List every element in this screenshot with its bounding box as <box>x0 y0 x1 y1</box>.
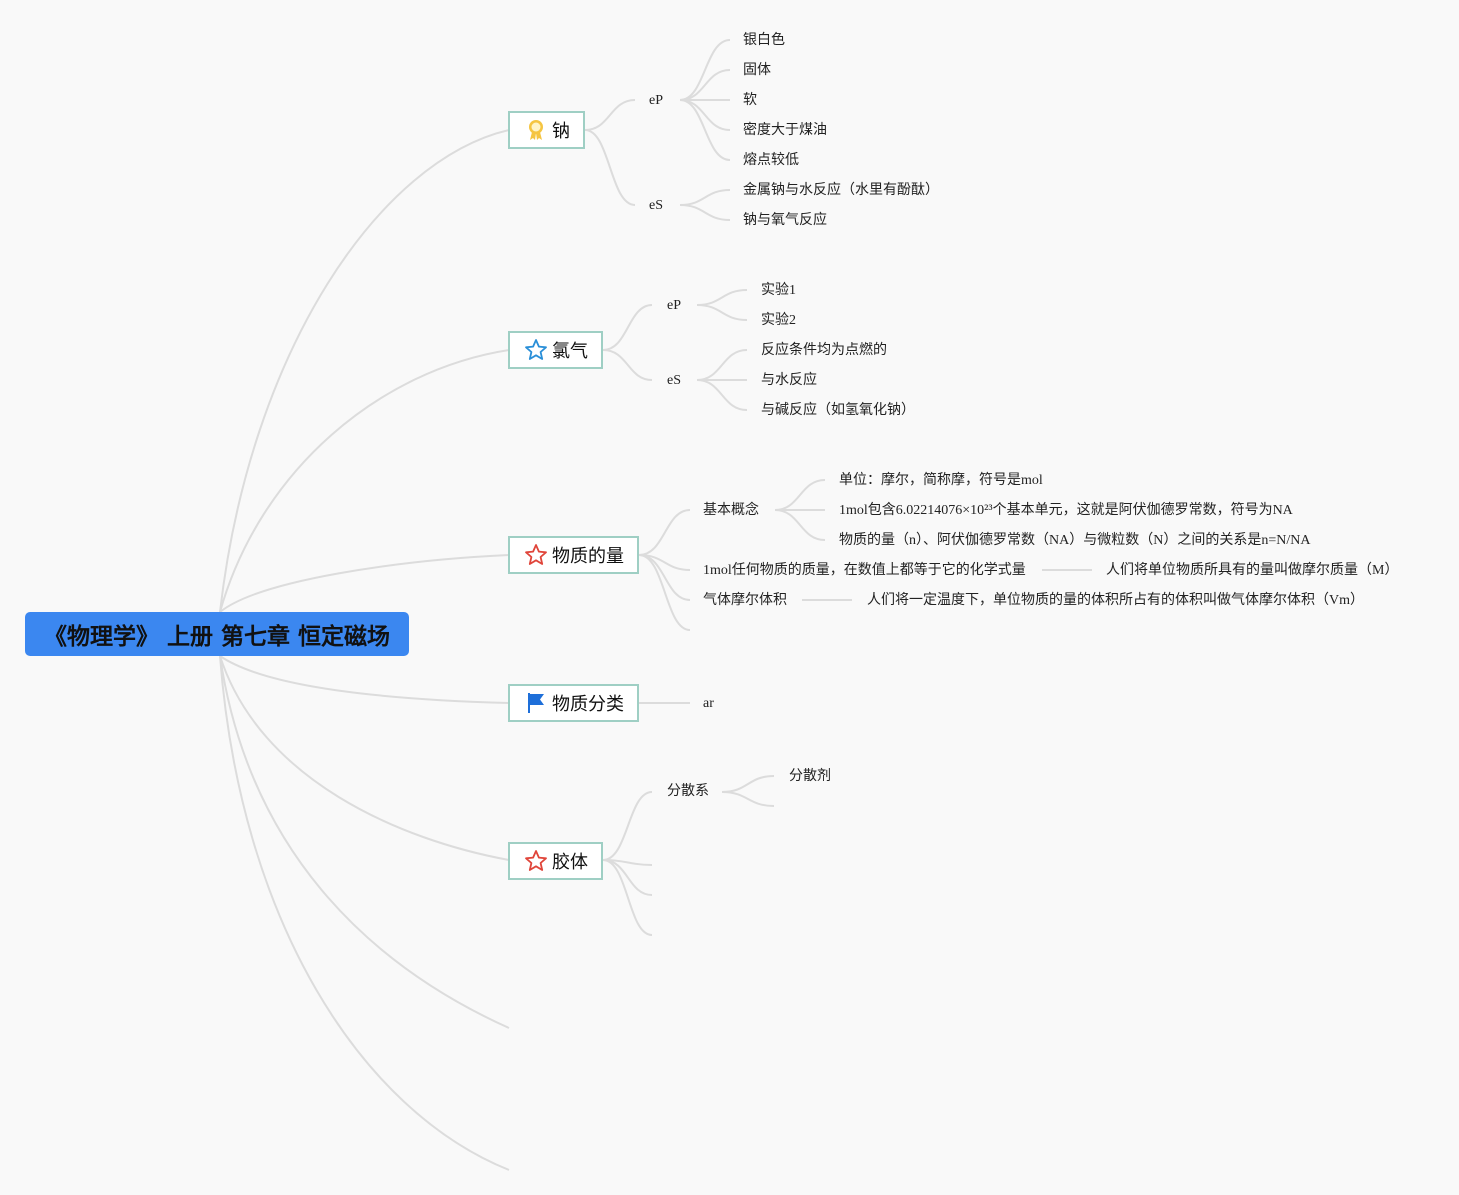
leaf-topic[interactable]: 固体 <box>743 63 771 78</box>
leaf-topic[interactable]: 与水反应 <box>761 373 817 388</box>
star-outline-red-icon <box>525 850 547 871</box>
leaf-topic[interactable]: 反应条件均为点燃的 <box>761 343 887 358</box>
star-outline-blue-icon <box>525 339 547 360</box>
branch-amount-of-substance[interactable]: 物质的量 <box>508 536 639 574</box>
star-outline-red-icon <box>525 544 547 565</box>
root-topic[interactable]: 《物理学》 上册 第七章 恒定磁场 <box>25 612 409 656</box>
leaf-topic[interactable]: 人们将单位物质所具有的量叫做摩尔质量（M） <box>1106 563 1399 578</box>
root-title: 《物理学》 上册 第七章 恒定磁场 <box>43 624 391 650</box>
flag-icon <box>528 693 544 713</box>
branch-colloid[interactable]: 胶体 <box>508 842 603 880</box>
leaf-topic[interactable]: 实验1 <box>761 283 796 298</box>
subtopic-dispersion-system[interactable]: 分散系 <box>667 784 709 799</box>
subtopic-chlorine-es[interactable]: eS <box>667 373 681 388</box>
leaf-topic[interactable]: 软 <box>743 93 757 108</box>
branch-label: 钠 <box>552 121 570 142</box>
subtopic-molar-volume[interactable]: 气体摩尔体积 <box>703 593 787 608</box>
leaf-topic[interactable]: 物质的量（n）、阿伏伽德罗常数（NA）与微粒数（N）之间的关系是n=N/NA <box>839 533 1311 548</box>
leaf-topic[interactable]: 钠与氧气反应 <box>743 213 827 228</box>
subtopic-sodium-es[interactable]: eS <box>649 198 663 213</box>
leaf-topic[interactable]: 熔点较低 <box>743 153 799 168</box>
subtopic-classification-child[interactable]: ar <box>703 696 714 711</box>
leaf-topic[interactable]: 1mol包含6.02214076×10²³个基本单元，这就是阿伏伽德罗常数，符号… <box>839 503 1293 518</box>
leaf-topic[interactable]: 分散剂 <box>789 769 831 784</box>
branch-label: 物质分类 <box>552 694 624 715</box>
leaf-topic[interactable]: 单位：摩尔，简称摩，符号是mol <box>839 473 1043 488</box>
subtopic-sodium-ep[interactable]: eP <box>649 93 663 108</box>
branch-label: 胶体 <box>552 852 588 873</box>
subtopic-chlorine-ep[interactable]: eP <box>667 298 681 313</box>
leaf-topic[interactable]: 实验2 <box>761 313 796 328</box>
branch-classification[interactable]: 物质分类 <box>508 684 639 722</box>
award-ribbon-icon <box>529 120 543 140</box>
leaf-topic[interactable]: 与碱反应（如氢氧化钠） <box>761 403 915 418</box>
leaf-topic[interactable]: 银白色 <box>743 33 785 48</box>
branch-label: 氯气 <box>552 341 588 362</box>
subtopic-basic-concepts[interactable]: 基本概念 <box>703 503 759 518</box>
leaf-topic[interactable]: 密度大于煤油 <box>743 123 827 138</box>
leaf-topic[interactable]: 金属钠与水反应（水里有酚酞） <box>743 183 939 198</box>
branch-sodium[interactable]: 钠 <box>508 111 585 149</box>
leaf-topic[interactable]: 人们将一定温度下，单位物质的量的体积所占有的体积叫做气体摩尔体积（Vm） <box>867 593 1364 608</box>
branch-label: 物质的量 <box>552 546 624 567</box>
subtopic-molar-mass[interactable]: 1mol任何物质的质量，在数值上都等于它的化学式量 <box>703 563 1026 578</box>
branch-chlorine[interactable]: 氯气 <box>508 331 603 369</box>
